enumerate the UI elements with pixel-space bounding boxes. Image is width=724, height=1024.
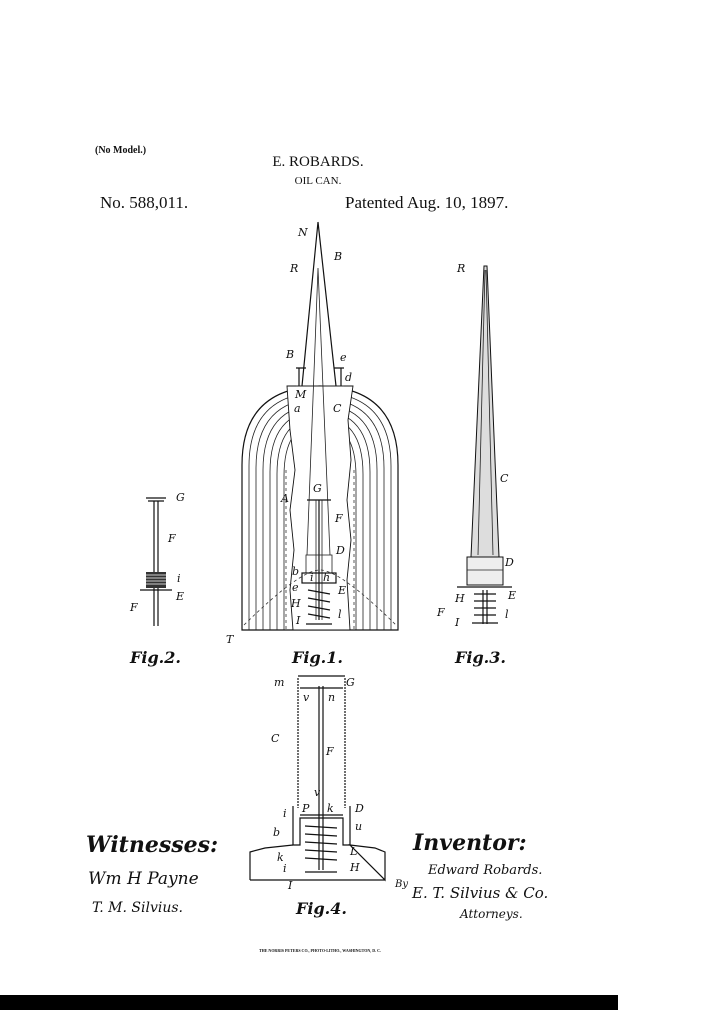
fig4-label: P: [301, 802, 310, 815]
fig2-label: F: [129, 601, 138, 614]
figure-4-drawing: [249, 675, 386, 882]
no-model-note: (No Model.): [95, 145, 146, 156]
scan-border: [0, 995, 618, 1010]
attorneys-label: Attorneys.: [459, 907, 523, 921]
fig1-label: F: [334, 512, 343, 525]
fig1-label: A: [280, 492, 289, 505]
fig4-label: m: [274, 676, 284, 689]
fig1-label: H: [290, 597, 301, 610]
fig4-label: n: [328, 691, 335, 704]
fig2-label: i: [177, 572, 181, 585]
fig1-label: N: [297, 226, 308, 239]
fig3-label: D: [504, 556, 514, 569]
by-label: By: [394, 879, 408, 890]
fig4-label: C: [271, 732, 280, 745]
figure-2-drawing: [140, 497, 172, 626]
fig1-label: d: [345, 371, 352, 384]
fig4-caption: Fig.4.: [295, 899, 347, 918]
fig1-label: I: [295, 614, 301, 627]
fig1-caption: Fig.1.: [291, 648, 343, 667]
fig4-label: D: [354, 802, 364, 815]
fig1-label: b: [292, 565, 299, 578]
fig4-label: i: [283, 807, 287, 820]
fig3-label: I: [454, 616, 460, 629]
fig4-label: v: [314, 786, 321, 799]
fig4-label: i: [283, 862, 287, 875]
fig1-label: i: [310, 571, 314, 584]
fig4-label: L: [349, 845, 357, 858]
fig1-label: E: [337, 584, 346, 597]
fig1-label: G: [313, 482, 322, 495]
figure-2-labels: G F i E F: [129, 491, 185, 614]
fig2-caption: Fig.2.: [129, 648, 181, 667]
fig4-label: F: [325, 745, 334, 758]
fig1-label: e: [292, 581, 299, 594]
attorney-signature: E. T. Silvius & Co.: [411, 884, 548, 902]
fig3-label: R: [456, 262, 465, 275]
figure-1-drawing: [241, 221, 399, 631]
inventor-signature: Edward Robards.: [427, 863, 542, 878]
figure-3-labels: R C D H E F I l: [436, 262, 516, 629]
figure-1-labels: N B R B e d M a C A G F D b i h e E H l …: [226, 226, 352, 646]
fig1-label: C: [333, 402, 342, 415]
fig3-label: l: [505, 608, 509, 621]
fig2-label: G: [176, 491, 185, 504]
patent-date: Patented Aug. 10, 1897.: [345, 193, 508, 212]
fig1-label: B: [285, 348, 294, 361]
witnesses-heading: Witnesses:: [86, 832, 218, 858]
figure-4-labels: m G v n C F v P k D i u b k L i H I: [271, 676, 364, 892]
patent-number: No. 588,011.: [100, 193, 188, 212]
fig4-label: k: [277, 851, 284, 864]
witness-signature: T. M. Silvius.: [92, 900, 183, 916]
inventor-heading: Inventor:: [412, 830, 527, 856]
fig1-label: M: [294, 388, 307, 401]
fig3-label: C: [500, 472, 509, 485]
fig3-label: H: [454, 592, 465, 605]
fig1-label: T: [226, 633, 235, 646]
fig3-caption: Fig.3.: [454, 648, 506, 667]
fig1-label: e: [340, 351, 347, 364]
fig2-label: F: [167, 532, 176, 545]
fig1-label: B: [333, 250, 342, 263]
fig4-label: k: [327, 802, 334, 815]
fig4-label: I: [287, 879, 293, 892]
fig1-label: a: [294, 402, 301, 415]
printer-credit: THE NORRIS PETERS CO., PHOTO-LITHO., WAS…: [259, 948, 381, 953]
patent-title: OIL CAN.: [295, 175, 342, 187]
fig4-label: b: [273, 826, 280, 839]
inventor-header: E. ROBARDS.: [272, 154, 363, 170]
fig4-label: v: [303, 691, 310, 704]
fig1-label: D: [335, 544, 345, 557]
fig4-label: H: [349, 861, 360, 874]
fig1-label: h: [323, 571, 330, 584]
figure-3-drawing: [457, 265, 512, 624]
fig3-label: F: [436, 606, 445, 619]
fig1-label: l: [338, 608, 342, 621]
fig2-label: E: [175, 590, 184, 603]
fig4-label: G: [346, 676, 355, 689]
fig1-label: R: [289, 262, 298, 275]
fig3-label: E: [507, 589, 516, 602]
fig4-label: u: [355, 820, 362, 833]
witness-signature: Wm H Payne: [88, 869, 199, 889]
